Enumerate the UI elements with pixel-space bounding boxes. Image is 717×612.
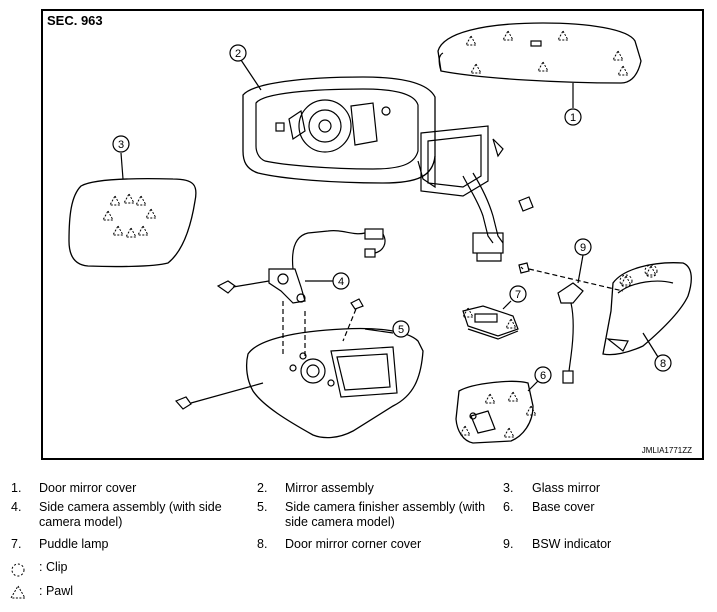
- svg-text:7: 7: [515, 289, 521, 301]
- legend-symbol-text: : Clip: [39, 560, 68, 574]
- legend-text: BSW indicator: [532, 537, 612, 551]
- callout-2: 2: [229, 44, 262, 91]
- callout-3: 3: [112, 135, 130, 180]
- exploded-diagram-frame: SEC. 963 1: [41, 9, 704, 460]
- svg-text:4: 4: [338, 276, 344, 288]
- legend-number: 3.: [503, 481, 514, 495]
- legend-symbol-text: : Pawl: [39, 584, 74, 598]
- callout-6: 6: [527, 366, 552, 392]
- callout-9: 9: [574, 238, 592, 284]
- legend-text: Glass mirror: [532, 481, 601, 495]
- legend-text: Side camera finisher assembly (with side…: [285, 500, 486, 529]
- screw-left-upper: [216, 280, 270, 294]
- screw-left-lower: [174, 382, 264, 410]
- legend-number: 5.: [257, 500, 268, 514]
- svg-text:2: 2: [235, 48, 241, 60]
- legend-text: Puddle lamp: [39, 537, 109, 551]
- base-cover-part: [455, 380, 537, 444]
- side-camera-assembly-part: [268, 228, 386, 304]
- glass-mirror-part: [68, 178, 197, 268]
- callout-1: 1: [564, 83, 582, 126]
- screw-upper: [518, 196, 534, 212]
- door-mirror-cover-part: [437, 22, 642, 84]
- bsw-indicator-part: [518, 262, 624, 384]
- svg-text:9: 9: [580, 242, 586, 254]
- exploded-diagram: 1 2: [68, 22, 692, 444]
- svg-text:6: 6: [540, 370, 546, 382]
- legend-number: 6.: [503, 500, 514, 514]
- legend-number: 9.: [503, 537, 514, 551]
- legend-text: Base cover: [532, 500, 595, 514]
- svg-text:8: 8: [660, 358, 666, 370]
- callout-4: 4: [305, 272, 350, 290]
- svg-text:5: 5: [398, 324, 404, 336]
- legend-text: Door mirror cover: [39, 481, 137, 495]
- puddle-lamp-part: [462, 305, 519, 340]
- legend-number: 8.: [257, 537, 268, 551]
- legend-number: 4.: [11, 500, 22, 514]
- svg-text:3: 3: [118, 139, 124, 151]
- mirror-assembly-part: [242, 76, 436, 189]
- assembly-leader-lines: [282, 301, 306, 356]
- clip-icon: [11, 563, 25, 577]
- pawl-icon: [10, 585, 26, 599]
- legend-number: 7.: [11, 537, 22, 551]
- legend-text: Door mirror corner cover: [285, 537, 422, 551]
- callout-5: 5: [364, 320, 410, 338]
- legend-number: 1.: [11, 481, 22, 495]
- svg-text:1: 1: [570, 112, 576, 124]
- callout-8: 8: [642, 332, 672, 372]
- mirror-base-bracket: [420, 125, 504, 262]
- legend-number: 2.: [257, 481, 268, 495]
- side-camera-finisher-part: [246, 327, 424, 439]
- callout-7: 7: [502, 285, 527, 310]
- screw-right-mid: [342, 298, 364, 342]
- legend-text: Side camera assembly (with side camera m…: [39, 500, 222, 529]
- door-mirror-corner-cover-part: [602, 262, 692, 356]
- figure-code: JMLIA1771ZZ: [641, 446, 692, 455]
- section-label: SEC. 963: [47, 13, 103, 28]
- legend-text: Mirror assembly: [285, 481, 374, 495]
